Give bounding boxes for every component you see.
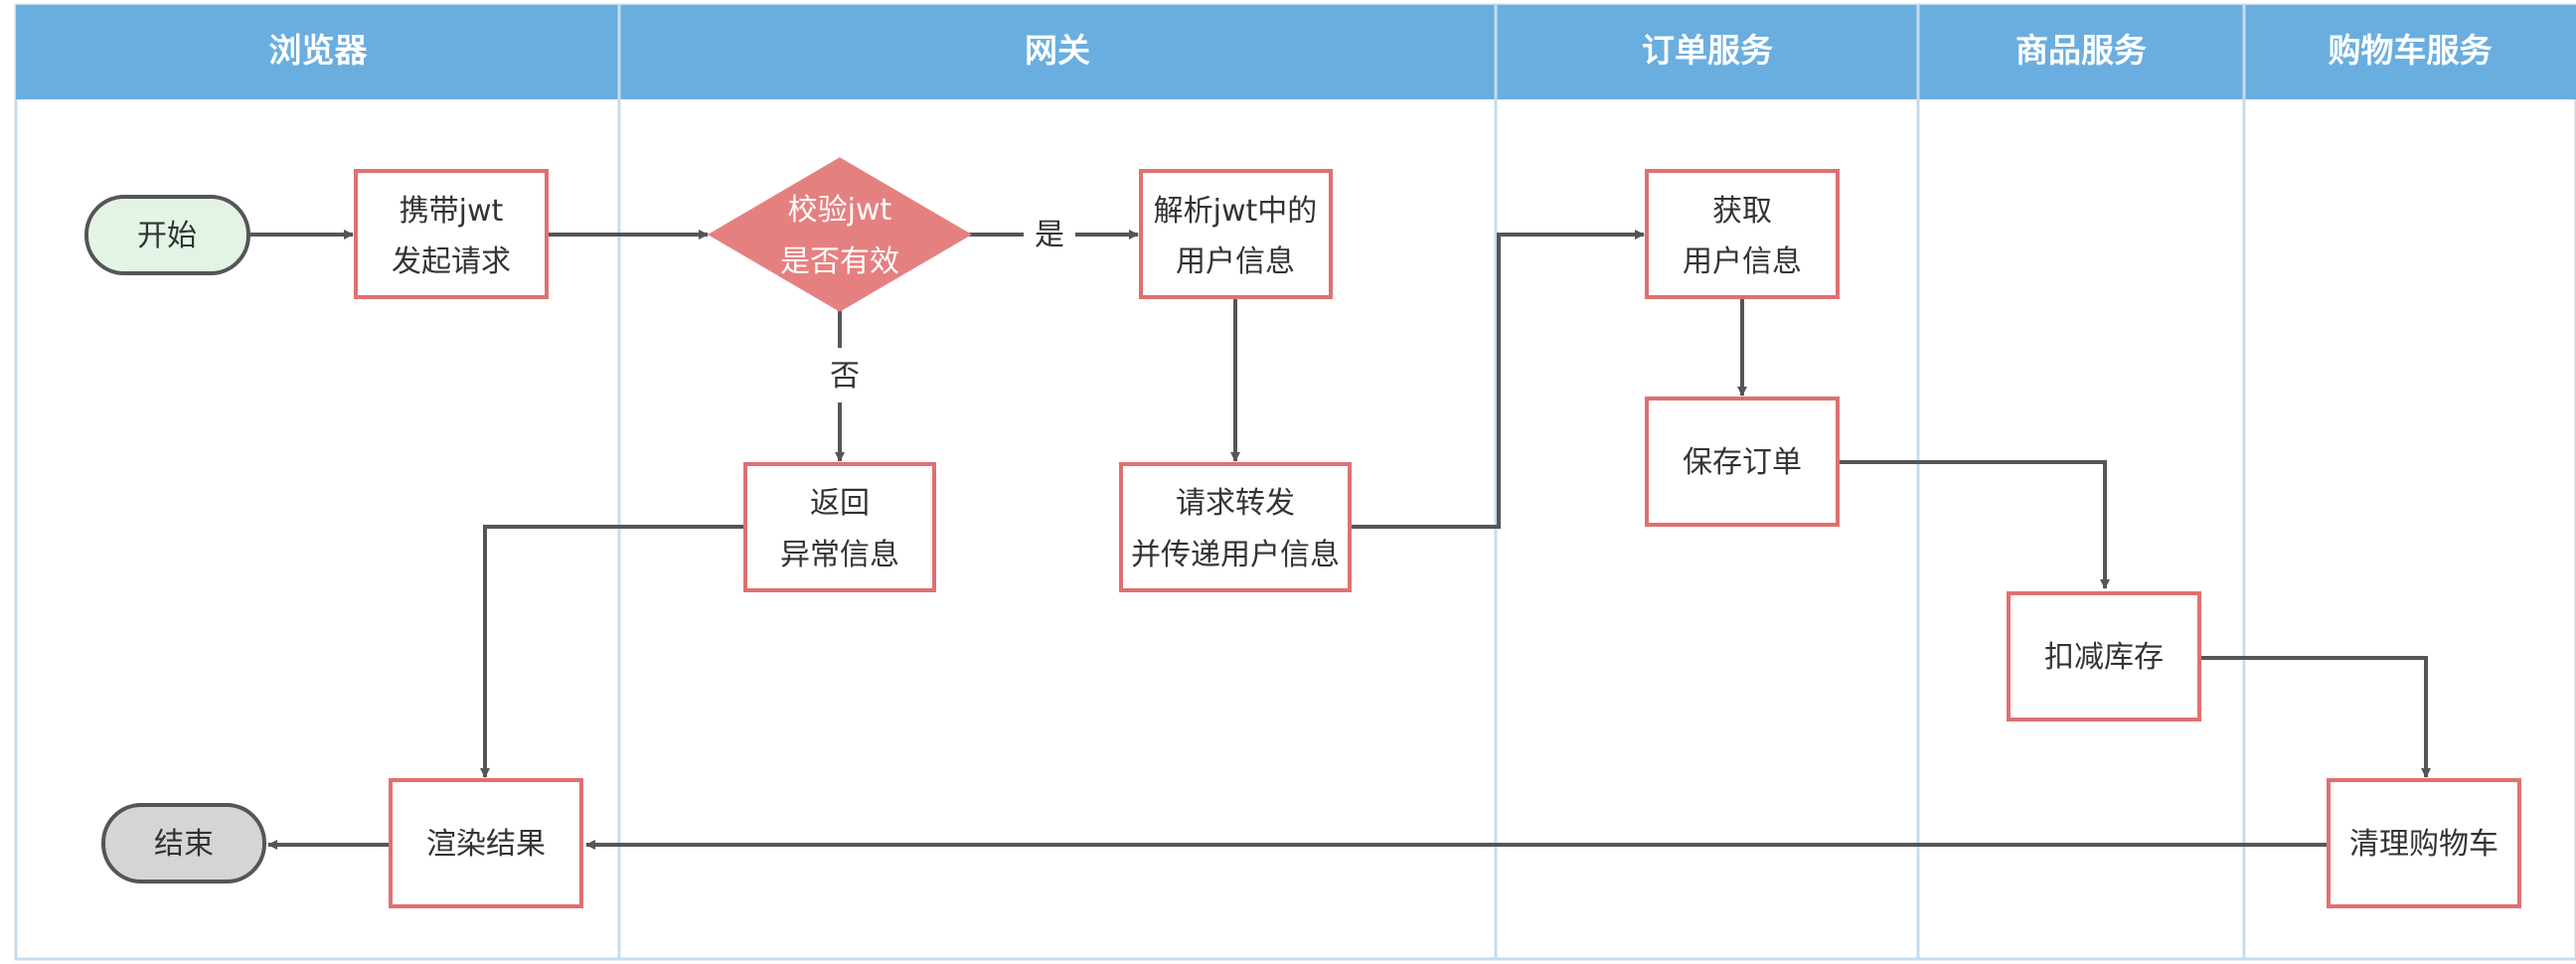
lane-title-product-service: 商品服务 <box>2015 31 2147 70</box>
lane-title-browser: 浏览器 <box>269 31 369 70</box>
process-shape <box>354 169 549 299</box>
edge-label-yes: 是 <box>1035 218 1064 252</box>
node-send-request-line-2: 发起请求 <box>392 244 511 279</box>
node-render-result: 渲染结果 <box>389 778 583 908</box>
node-validate-jwt: 校验jwt 是否有效 <box>708 157 972 312</box>
node-render-result-label: 渲染结果 <box>426 827 546 862</box>
edge-save-to-deduct <box>1839 460 2110 589</box>
node-clear-cart-label: 清理购物车 <box>2349 827 2498 862</box>
node-return-error-line-1: 返回 <box>810 486 870 521</box>
node-get-user-info-line-1: 获取 <box>1712 194 1772 229</box>
node-validate-jwt-line-2: 是否有效 <box>780 244 899 279</box>
node-get-user-info: 获取 用户信息 <box>1645 169 1840 299</box>
start-terminator-shape <box>84 195 250 275</box>
end-terminator-shape <box>101 803 266 884</box>
node-send-request: 携带jwt 发起请求 <box>354 169 549 299</box>
node-start-label: 开始 <box>137 219 197 253</box>
node-deduct-stock-label: 扣减库存 <box>2044 640 2164 675</box>
decision-shape <box>708 157 972 312</box>
node-end: 结束 <box>101 803 266 884</box>
node-parse-jwt: 解析jwt中的 用户信息 <box>1139 169 1333 299</box>
node-save-order-label: 保存订单 <box>1683 445 1802 480</box>
process-shape <box>1119 462 1352 592</box>
process-shape <box>2007 591 2201 722</box>
lane-title-gateway: 网关 <box>1025 31 1090 70</box>
node-clear-cart: 清理购物车 <box>2327 778 2521 908</box>
edge-error-to-render <box>480 525 743 778</box>
node-deduct-stock: 扣减库存 <box>2007 591 2201 722</box>
process-shape <box>389 778 583 908</box>
node-return-error: 返回 异常信息 <box>743 462 936 592</box>
node-send-request-line-1: 携带jwt <box>400 194 504 229</box>
lane-header-bar <box>16 5 2576 99</box>
process-shape <box>2327 778 2521 908</box>
node-start: 开始 <box>84 195 250 275</box>
lane-title-cart-service: 购物车服务 <box>2329 31 2493 70</box>
edge-label-no: 否 <box>830 359 860 394</box>
node-forward-request: 请求转发 并传递用户信息 <box>1119 462 1352 592</box>
node-forward-request-line-1: 请求转发 <box>1176 486 1295 521</box>
edges <box>248 230 2431 850</box>
node-get-user-info-line-2: 用户信息 <box>1683 244 1802 279</box>
lane-title-order-service: 订单服务 <box>1642 31 1773 70</box>
node-return-error-line-2: 异常信息 <box>780 538 899 572</box>
node-parse-jwt-line-1: 解析jwt中的 <box>1154 194 1318 229</box>
node-validate-jwt-line-1: 校验jwt <box>788 193 892 228</box>
node-save-order: 保存订单 <box>1645 397 1840 527</box>
process-shape <box>1645 397 1840 527</box>
node-parse-jwt-line-2: 用户信息 <box>1176 244 1295 279</box>
edge-forward-to-get-user <box>1352 230 1645 529</box>
node-end-label: 结束 <box>154 827 214 862</box>
process-shape <box>1139 169 1333 299</box>
process-shape <box>743 462 936 592</box>
node-forward-request-line-2: 并传递用户信息 <box>1131 538 1340 572</box>
process-shape <box>1645 169 1840 299</box>
edge-deduct-to-clear-cart <box>2201 656 2431 778</box>
